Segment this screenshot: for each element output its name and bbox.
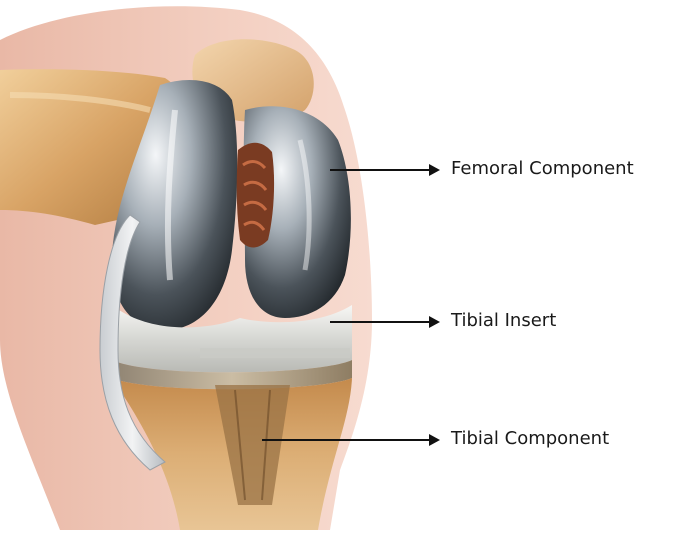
insert-arrowhead bbox=[429, 316, 440, 328]
tibial-component-label: Tibial Component bbox=[451, 430, 609, 448]
femoral-component-label: Femoral Component bbox=[451, 160, 634, 178]
femoral-arrowhead bbox=[429, 164, 440, 176]
tibial-insert-label: Tibial Insert bbox=[451, 312, 556, 330]
tibial-arrowhead bbox=[429, 434, 440, 446]
